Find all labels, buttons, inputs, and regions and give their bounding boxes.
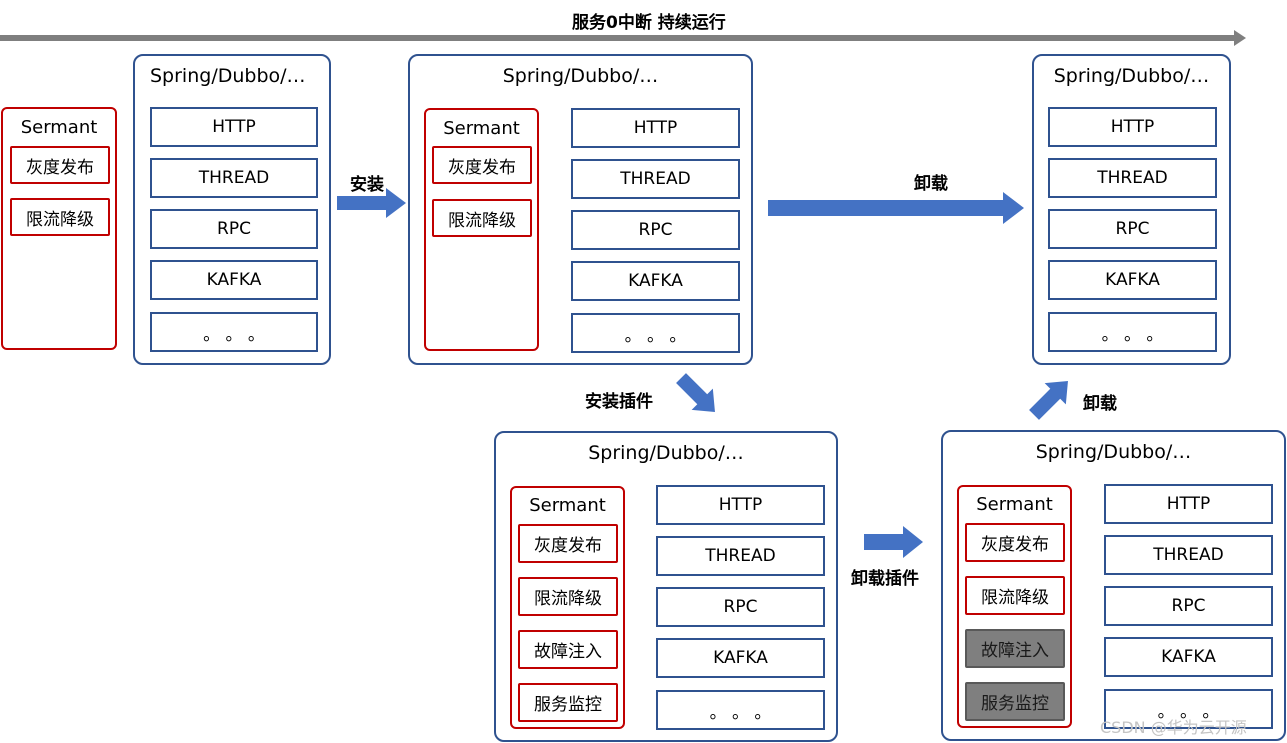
stage3-comp-kafka: KAFKA (1048, 260, 1217, 300)
timeline-arrow (0, 30, 1246, 46)
stage5-comp-more: 。 。 。 (1104, 689, 1273, 729)
stage4-framework-box: Spring/Dubbo/… Sermant 灰度发布 限流降级 故障注入 服务… (494, 431, 838, 742)
step-install-plugin-label: 安装插件 (585, 392, 653, 412)
stage2-framework-box: Spring/Dubbo/… Sermant 灰度发布 限流降级 HTTP TH… (408, 54, 753, 365)
uninstall-plugin-arrow (864, 526, 923, 558)
stage3-framework-box: Spring/Dubbo/… HTTP THREAD RPC KAFKA 。 。… (1032, 54, 1231, 365)
stage5-comp-http: HTTP (1104, 484, 1273, 524)
stage5-plugin-service-monitor-removed: 服务监控 (965, 682, 1065, 721)
stage3-comp-rpc: RPC (1048, 209, 1217, 249)
stage3-comp-http: HTTP (1048, 107, 1217, 147)
watermark: CSDN @华为云开源 (1100, 718, 1247, 737)
stage5-comp-thread: THREAD (1104, 535, 1273, 575)
stage2-framework-title: Spring/Dubbo/… (502, 65, 659, 87)
uninstall-bottom-arrow (1029, 381, 1068, 420)
stage4-plugin-fault-injection: 故障注入 (518, 630, 618, 669)
stage2-sermant-box: Sermant 灰度发布 限流降级 (424, 108, 539, 351)
stage1-sermant-title: Sermant (20, 117, 98, 138)
stage2-comp-more: 。 。 。 (571, 313, 740, 353)
stage2-comp-kafka: KAFKA (571, 261, 740, 301)
stage5-framework-box: Spring/Dubbo/… Sermant 灰度发布 限流降级 故障注入 服务… (941, 430, 1286, 741)
stage2-sermant-title: Sermant (443, 118, 520, 139)
stage4-plugin-gray-release: 灰度发布 (518, 524, 618, 563)
stage5-framework-title: Spring/Dubbo/… (1035, 441, 1192, 463)
stage2-plugin-gray-release: 灰度发布 (432, 146, 532, 184)
stage3-framework-title: Spring/Dubbo/… (1053, 65, 1210, 87)
stage4-framework-title: Spring/Dubbo/… (588, 442, 744, 464)
stage1-plugin-rate-limit: 限流降级 (10, 198, 110, 236)
stage4-comp-thread: THREAD (656, 536, 825, 576)
stage3-comp-thread: THREAD (1048, 158, 1217, 198)
stage4-plugin-service-monitor: 服务监控 (518, 683, 618, 722)
stage2-comp-rpc: RPC (571, 210, 740, 250)
stage2-comp-thread: THREAD (571, 159, 740, 199)
step-install-label: 安装 (350, 175, 384, 195)
stage3-comp-more: 。 。 。 (1048, 312, 1217, 352)
stage5-plugin-fault-injection-removed: 故障注入 (965, 629, 1065, 668)
stage5-sermant-title: Sermant (976, 494, 1053, 515)
stage1-plugin-gray-release: 灰度发布 (10, 146, 110, 184)
stage1-comp-rpc: RPC (150, 209, 318, 249)
stage4-plugin-rate-limit: 限流降级 (518, 577, 618, 616)
stage1-comp-kafka: KAFKA (150, 260, 318, 300)
stage2-comp-http: HTTP (571, 108, 740, 148)
stage1-comp-more: 。 。 。 (150, 312, 318, 352)
stage1-comp-http: HTTP (150, 107, 318, 147)
stage5-plugin-gray-release: 灰度发布 (965, 523, 1065, 562)
stage4-comp-http: HTTP (656, 485, 825, 525)
stage5-comp-kafka: KAFKA (1104, 637, 1273, 677)
stage4-comp-kafka: KAFKA (656, 638, 825, 678)
stage4-sermant-title: Sermant (529, 495, 606, 516)
stage1-framework-box: Spring/Dubbo/… HTTP THREAD RPC KAFKA 。 。… (133, 54, 331, 365)
stage4-comp-more: 。 。 。 (656, 690, 825, 730)
stage5-comp-rpc: RPC (1104, 586, 1273, 626)
stage4-sermant-box: Sermant 灰度发布 限流降级 故障注入 服务监控 (510, 486, 625, 729)
step-uninstall-plugin-label: 卸载插件 (851, 569, 919, 589)
timeline-title: 服务0中断 持续运行 (572, 13, 726, 33)
install-plugin-arrow (676, 373, 715, 412)
step-uninstall-bottom-label: 卸载 (1083, 394, 1117, 414)
stage1-comp-thread: THREAD (150, 158, 318, 198)
stage2-plugin-rate-limit: 限流降级 (432, 199, 532, 237)
step-uninstall-top-label: 卸载 (914, 174, 948, 194)
stage5-sermant-box: Sermant 灰度发布 限流降级 故障注入 服务监控 (957, 485, 1072, 728)
install-arrow (337, 188, 406, 218)
stage1-framework-title: Spring/Dubbo/… (150, 65, 306, 87)
stage4-comp-rpc: RPC (656, 587, 825, 627)
uninstall-top-arrow (768, 192, 1024, 224)
stage5-plugin-rate-limit: 限流降级 (965, 576, 1065, 615)
stage1-sermant-box: Sermant 灰度发布 限流降级 (1, 107, 117, 350)
